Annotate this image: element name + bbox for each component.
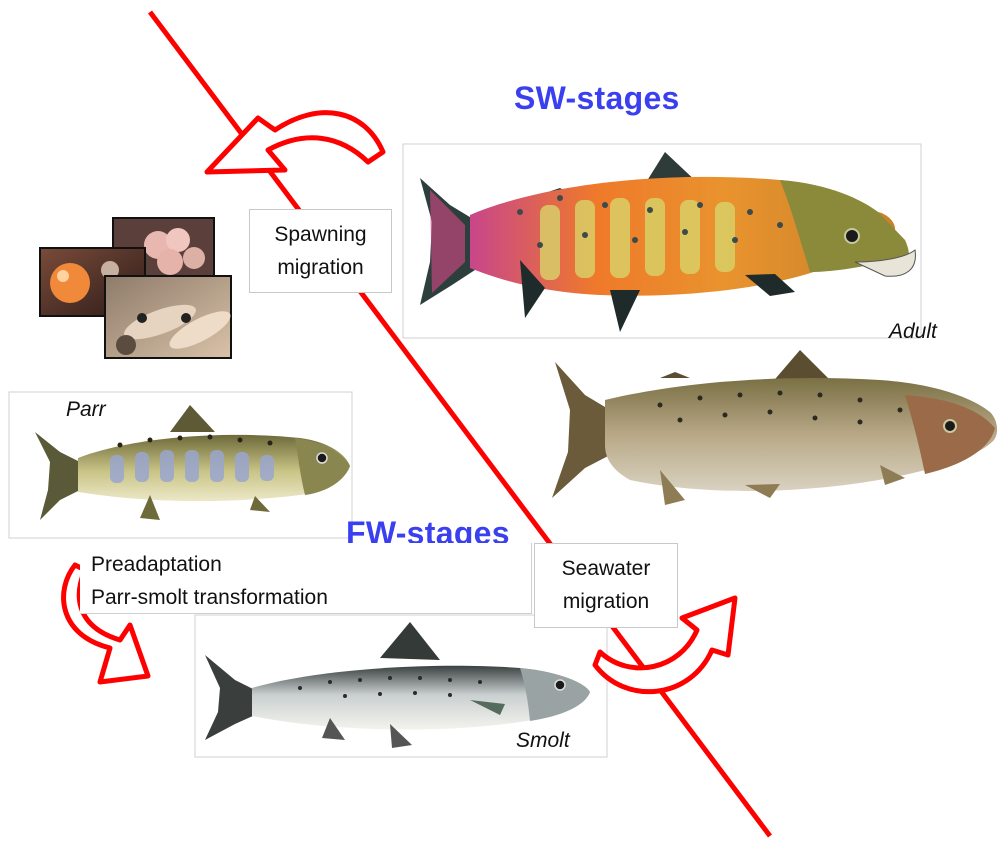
seawater-migration-line-1: Seawater [535, 552, 677, 585]
parr-smolt-transformation-label: Parr-smolt transformation [91, 581, 328, 614]
alevin-photo-icon [105, 276, 235, 358]
spawning-migration-line-1: Spawning [250, 218, 391, 251]
preadaptation-label: Preadaptation [91, 548, 222, 581]
smolt-caption: Smolt [516, 729, 570, 753]
early-stages-photo-collage [40, 218, 235, 358]
seawater-migration-box: Seawater migration [534, 543, 678, 628]
parr-caption: Parr [66, 398, 106, 422]
spawning-migration-box: Spawning migration [249, 209, 392, 293]
adult-sea-salmon-icon [552, 350, 997, 505]
seawater-migration-line-2: migration [535, 585, 677, 618]
spawning-migration-line-2: migration [250, 251, 391, 284]
sw-stages-heading: SW-stages [514, 80, 680, 117]
adult-caption: Adult [889, 320, 937, 344]
preadaptation-label-box: Preadaptation Parr-smolt transformation [80, 543, 532, 614]
